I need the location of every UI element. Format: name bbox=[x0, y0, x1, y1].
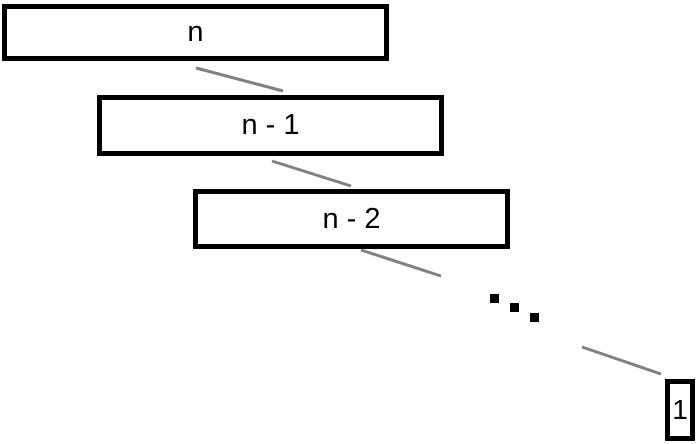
box-n-label: n bbox=[187, 16, 204, 48]
connector-n1-to-n2 bbox=[271, 159, 352, 188]
ellipsis-dot bbox=[490, 294, 499, 303]
connector-ellipsis-to-1 bbox=[581, 345, 662, 376]
connector-n2-to-ellipsis bbox=[360, 248, 442, 278]
box-1-label: 1 bbox=[672, 394, 688, 425]
box-n-minus-1-label: n - 1 bbox=[241, 109, 300, 141]
box-1: 1 bbox=[665, 379, 695, 441]
connector-n-to-n1 bbox=[195, 66, 284, 93]
ellipsis-dot bbox=[530, 313, 539, 322]
ellipsis-dot bbox=[510, 303, 519, 312]
box-n: n bbox=[2, 4, 389, 61]
box-n-minus-1: n - 1 bbox=[97, 95, 444, 156]
box-n-minus-2: n - 2 bbox=[193, 189, 510, 249]
box-n-minus-2-label: n - 2 bbox=[322, 202, 381, 235]
